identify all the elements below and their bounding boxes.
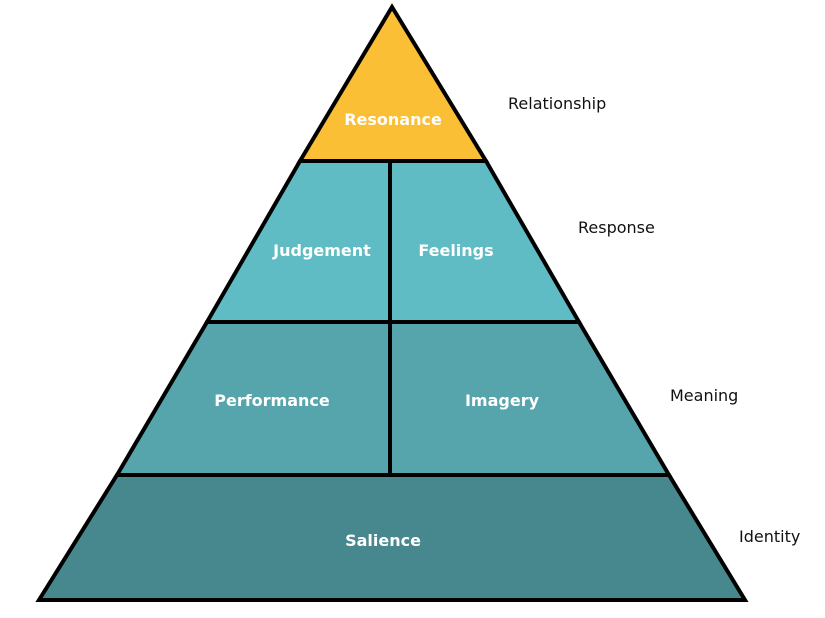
level-label-meaning: Meaning [670, 386, 738, 405]
level-label-identity: Identity [739, 527, 800, 546]
level-label-response: Response [578, 218, 655, 237]
tier-resonance-block [296, 3, 490, 163]
tier-label-resonance: Resonance [344, 110, 442, 129]
tier-label-performance: Performance [214, 391, 330, 410]
level-label-relationship: Relationship [508, 94, 606, 113]
tier-label-judgement: Judgement [272, 241, 371, 260]
tier-salience-block [35, 473, 749, 602]
tier-label-feelings: Feelings [418, 241, 493, 260]
tier-label-salience: Salience [345, 531, 421, 550]
tier-label-imagery: Imagery [465, 391, 540, 410]
